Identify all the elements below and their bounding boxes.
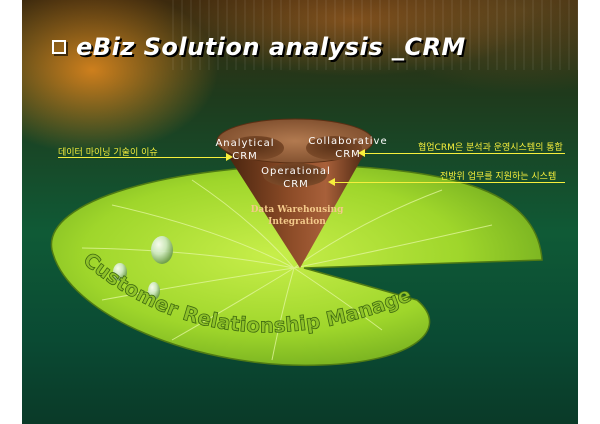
operational-crm-label-line2: CRM	[283, 179, 309, 190]
operational-crm-bubble	[263, 163, 327, 187]
collaborative-crm-label-line1: Collaborative	[308, 136, 388, 147]
analytical-crm-bubble	[228, 136, 284, 160]
slide-title-text: eBiz Solution analysis _CRM	[76, 33, 466, 61]
analytical-crm-label-line2: CRM	[232, 151, 258, 162]
header-texture	[172, 0, 578, 70]
leaf-shape	[50, 164, 543, 367]
analytical-crm-label-line1: Analytical	[215, 138, 275, 149]
crm-diagram: Customer Relationship Management	[22, 0, 543, 367]
collaborative-crm-label-line2: CRM	[335, 149, 361, 160]
arrow-left-icon	[328, 178, 335, 186]
bullet-box-icon	[52, 40, 66, 54]
annotation-data-mining-line	[58, 157, 228, 158]
collaborative-crm-label: Collaborative CRM	[308, 135, 388, 161]
operational-crm-label: Operational CRM	[258, 165, 334, 191]
slide: eBiz Solution analysis _CRM	[22, 0, 578, 424]
annotation-collaborative-line	[365, 153, 565, 154]
data-warehousing-line2: Integration	[268, 217, 326, 227]
data-warehousing-line1: Data Warehousing	[250, 205, 344, 215]
annotation-data-mining: 데이터 마이닝 기술이 이슈	[58, 148, 158, 158]
crm-cone	[216, 118, 374, 268]
annotation-operational: 전방위 업무를 지원하는 시스템	[440, 172, 557, 182]
water-drops	[113, 236, 173, 300]
analytical-crm-label: Analytical CRM	[212, 137, 278, 163]
data-warehousing-label: Data Warehousing Integration	[222, 204, 372, 228]
operational-crm-label-line1: Operational	[261, 166, 331, 177]
arrow-right-icon	[226, 153, 233, 161]
arrow-left-icon	[358, 149, 365, 157]
collaborative-crm-bubble	[306, 136, 362, 160]
slide-title: eBiz Solution analysis _CRM	[52, 30, 466, 64]
annotation-collaborative: 협업CRM은 분석과 운영시스템의 통합	[418, 143, 563, 153]
annotation-operational-line	[335, 182, 565, 183]
